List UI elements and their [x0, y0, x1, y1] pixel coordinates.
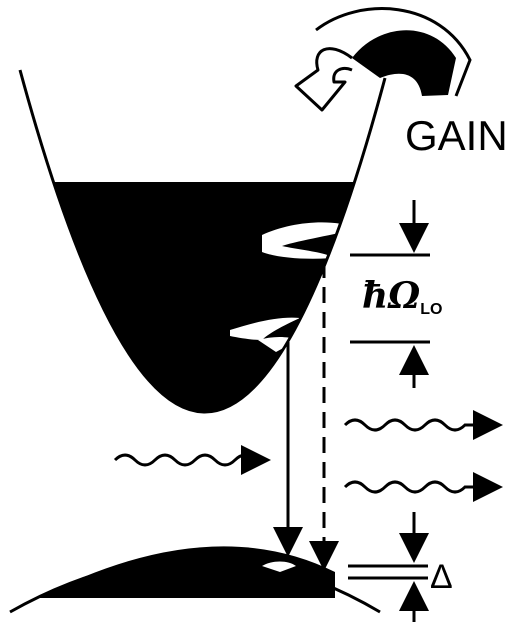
valence-band-curve [9, 557, 381, 614]
valence-band-hole-streak [262, 561, 296, 572]
valence-band-fill [38, 546, 335, 598]
emitted-photon-wave-1 [343, 410, 503, 440]
hbar-omega-lo-label: ħΩLO [362, 275, 442, 318]
emitted-photon-wave-2 [343, 472, 503, 502]
curved-gain-arrow-outline [294, 47, 353, 112]
delta-label: Δ [430, 558, 453, 596]
curved-gain-arrow-dark [352, 30, 456, 97]
gain-label: GAIN [405, 112, 508, 159]
incoming-photon-wave [113, 445, 271, 475]
hbar-omega-symbol: ħΩ [362, 275, 420, 317]
lo-subscript: LO [420, 301, 442, 318]
conduction-band-curve [18, 69, 387, 414]
curved-gain-arrow-upper-edge [315, 7, 472, 97]
